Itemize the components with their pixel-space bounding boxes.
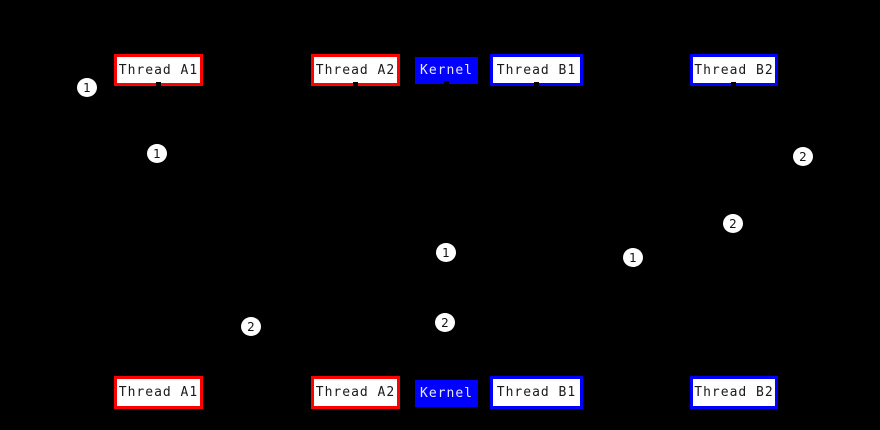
actor-thread-a1-bottom: Thread A1 <box>114 376 203 409</box>
actor-thread-b1-top: Thread B1 <box>490 54 583 86</box>
event-marker-2b: 2 <box>723 214 743 233</box>
event-marker-1a: 1 <box>77 78 97 97</box>
actor-thread-b1-bottom: Thread B1 <box>490 376 583 409</box>
event-marker-1b: 1 <box>147 144 167 163</box>
lifeline-stub-b1-top <box>534 82 539 86</box>
lifeline-stub-a1-top <box>156 82 161 86</box>
event-marker-1d: 1 <box>623 248 643 267</box>
event-marker-2c: 2 <box>435 313 455 332</box>
event-marker-2d: 2 <box>241 317 261 336</box>
lifeline-stub-b2-top <box>731 82 736 86</box>
event-marker-1c: 1 <box>436 243 456 262</box>
actor-thread-b2-bottom: Thread B2 <box>690 376 778 409</box>
event-marker-2a: 2 <box>793 147 813 166</box>
lifeline-stub-a2-top <box>353 82 358 86</box>
actor-kernel-top: Kernel <box>415 57 478 84</box>
actor-thread-a1-top: Thread A1 <box>114 54 203 86</box>
actor-kernel-bottom: Kernel <box>415 380 478 407</box>
lifeline-stub-kernel-top <box>444 81 449 85</box>
actor-thread-a2-bottom: Thread A2 <box>311 376 400 409</box>
